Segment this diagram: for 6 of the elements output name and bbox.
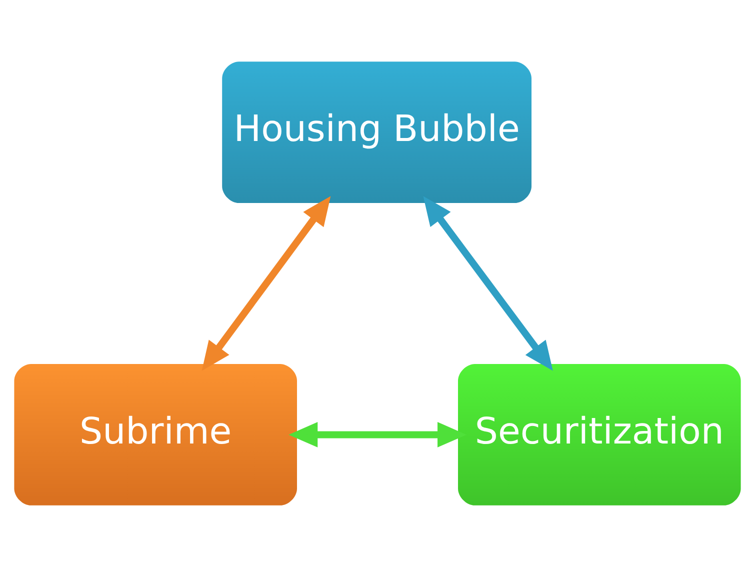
arrow xyxy=(423,196,553,370)
node-box: Subrime xyxy=(14,364,297,505)
node-box: Housing Bubble xyxy=(222,61,532,202)
arrow xyxy=(288,422,467,447)
node-box: Securitization xyxy=(458,364,741,505)
arrow xyxy=(202,196,331,370)
